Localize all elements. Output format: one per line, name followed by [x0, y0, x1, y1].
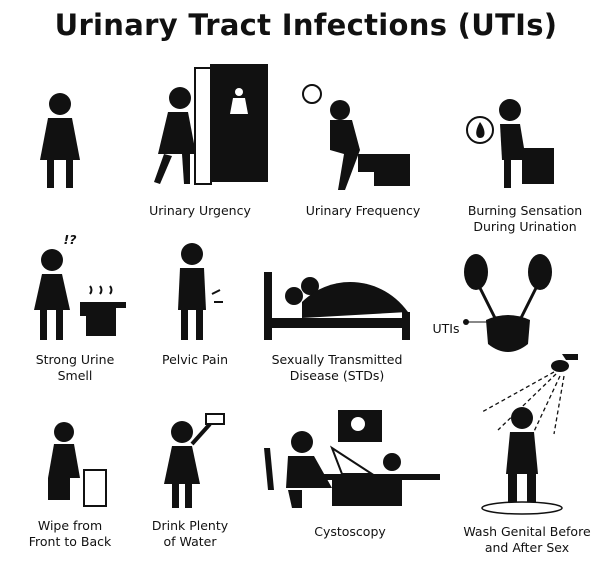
label-burning-line1: Burning Sensation: [467, 203, 583, 218]
woman-discomfort-icon: [40, 93, 80, 188]
urinary-frequency-icon: [302, 84, 410, 190]
label-burning-line2: During Urination: [473, 219, 577, 234]
label-water-line2: of Water: [163, 534, 217, 549]
label-wipe-line2: Front to Back: [28, 534, 112, 549]
stds-icon: [264, 272, 410, 340]
label-smell-line1: Strong Urine: [35, 352, 115, 367]
page-title: Urinary Tract Infections (UTIs): [54, 8, 558, 42]
drink-water-icon: [164, 413, 225, 508]
cystoscopy-icon: [264, 410, 440, 508]
wash-genital-icon: [481, 354, 578, 515]
label-water-line1: Drink Plenty: [151, 518, 229, 533]
label-stds-line2: Disease (STDs): [289, 368, 385, 383]
burning-sensation-icon: [466, 99, 554, 188]
pelvic-pain-icon: [178, 243, 223, 340]
urinary-tract-anatomy-icon: [463, 254, 552, 352]
label-smell-line2: Smell: [57, 368, 93, 383]
label-pelvic-pain: Pelvic Pain: [161, 352, 228, 367]
label-urinary-frequency: Urinary Frequency: [305, 203, 421, 218]
label-stds-line1: Sexually Transmitted: [271, 352, 403, 367]
label-wash-line2: and After Sex: [484, 540, 570, 555]
wipe-front-to-back-icon: [48, 422, 107, 507]
exclamation-question-mark: !?: [63, 232, 77, 247]
label-wipe-line1: Wipe from: [37, 518, 103, 533]
strong-urine-smell-icon: [34, 249, 126, 340]
label-utis: UTIs: [432, 321, 460, 336]
urinary-urgency-icon: [154, 64, 268, 185]
label-urinary-urgency: Urinary Urgency: [149, 203, 251, 218]
label-cystoscopy: Cystoscopy: [314, 524, 386, 539]
label-wash-line1: Wash Genital Before: [463, 524, 591, 539]
